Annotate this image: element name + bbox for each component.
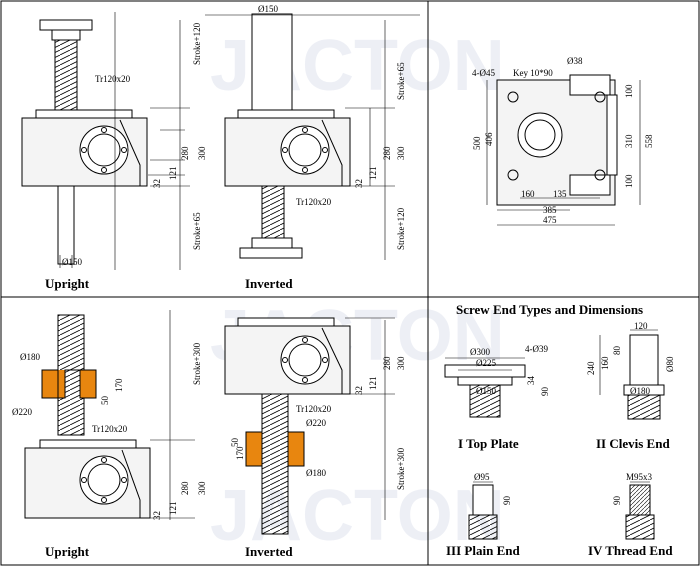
plain-end-drawing: [468, 481, 498, 540]
dim-300: 300: [197, 481, 207, 495]
dim-240: 240: [586, 361, 596, 375]
dim-100-bottom: 100: [624, 174, 634, 188]
dim-key: Key 10*90: [513, 68, 553, 78]
screw-ends-title: Screw End Types and Dimensions: [456, 302, 643, 317]
dim-dia-180: Ø180: [306, 468, 326, 478]
dim-dia-225: Ø225: [476, 358, 496, 368]
dim-160: 160: [600, 356, 610, 370]
dim-121: 121: [368, 167, 378, 181]
dim-50: 50: [100, 396, 110, 406]
dim-dia-95: Ø95: [474, 472, 490, 482]
dim-80: 80: [612, 346, 622, 356]
dim-stroke-bottom: Stroke+120: [396, 207, 406, 250]
dim-stroke-top: Stroke+65: [396, 62, 406, 100]
dim-dia-150: Ø150: [476, 386, 496, 396]
upright-nut-view: [24, 310, 195, 520]
dim-310: 310: [624, 134, 634, 148]
dim-32: 32: [152, 179, 162, 188]
dim-90: 90: [612, 496, 622, 506]
dim-stroke: Stroke+300: [396, 447, 406, 490]
dim-170: 170: [235, 446, 245, 460]
dim-280: 280: [382, 356, 392, 370]
caption-top-plate: I Top Plate: [458, 436, 519, 451]
caption-upright: Upright: [45, 276, 90, 291]
caption-clevis-end: II Clevis End: [596, 436, 670, 451]
caption-thread-end: IV Thread End: [588, 543, 673, 558]
dim-dia-220: Ø220: [12, 407, 32, 417]
watermark-text: JACTON: [210, 476, 505, 556]
dim-shaft: Ø38: [567, 56, 583, 66]
dim-170: 170: [114, 378, 124, 392]
inverted-top-view: [205, 13, 420, 260]
dim-121: 121: [168, 167, 178, 181]
dim-406: 406: [484, 132, 494, 146]
dim-558: 558: [644, 134, 654, 148]
upright-top-view: [21, 12, 190, 270]
dim-dia-300: Ø300: [470, 347, 490, 357]
dim-120: 120: [634, 321, 648, 331]
caption-plain-end: III Plain End: [446, 543, 520, 558]
dim-stroke-top: Stroke+120: [192, 22, 202, 65]
dim-thread: Tr120x20: [296, 197, 332, 207]
clevis-end-drawing: [599, 329, 665, 420]
dim-32: 32: [354, 386, 364, 395]
dim-300: 300: [396, 146, 406, 160]
dim-32: 32: [152, 511, 162, 520]
dim-thread: Tr120x20: [95, 74, 131, 84]
dim-121: 121: [368, 377, 378, 391]
dim-500: 500: [472, 136, 482, 150]
dim-121: 121: [168, 502, 178, 516]
dim-280: 280: [382, 146, 392, 160]
caption-inverted: Inverted: [245, 544, 293, 559]
dim-stroke-bottom: Stroke+65: [192, 212, 202, 250]
dim-90: 90: [502, 496, 512, 506]
inverted-nut-view: [224, 317, 395, 535]
top-plate-drawing: [444, 357, 526, 418]
plan-view: [486, 74, 641, 226]
dim-32: 32: [354, 179, 364, 188]
dim-dia-150: Ø150: [258, 4, 278, 14]
dim-dia-150: Ø150: [62, 257, 82, 267]
caption-upright: Upright: [45, 544, 90, 559]
dim-280: 280: [180, 481, 190, 495]
dim-holes: 4-Ø39: [525, 344, 548, 354]
dim-dia-220: Ø220: [306, 418, 326, 428]
dim-50: 50: [230, 438, 240, 448]
dim-300: 300: [396, 356, 406, 370]
dim-280: 280: [180, 146, 190, 160]
dim-135: 135: [553, 189, 567, 199]
dim-300: 300: [197, 146, 207, 160]
dim-stroke: Stroke+300: [192, 342, 202, 385]
dim-thread: M95x3: [626, 472, 653, 482]
dim-385: 385: [543, 205, 557, 215]
thread-end-drawing: [625, 481, 655, 540]
dim-100-top: 100: [624, 84, 634, 98]
dim-thread: Tr120x20: [92, 424, 128, 434]
dim-90: 90: [540, 387, 550, 397]
dim-dia-180: Ø180: [630, 386, 650, 396]
caption-inverted: Inverted: [245, 276, 293, 291]
dim-160: 160: [521, 189, 535, 199]
dim-dia-180: Ø180: [20, 352, 40, 362]
dim-holes: 4-Ø45: [472, 68, 495, 78]
dim-thread: Tr120x20: [296, 404, 332, 414]
dim-dia-80: Ø80: [665, 356, 675, 372]
dim-475: 475: [543, 215, 557, 225]
dim-34: 34: [526, 376, 536, 386]
